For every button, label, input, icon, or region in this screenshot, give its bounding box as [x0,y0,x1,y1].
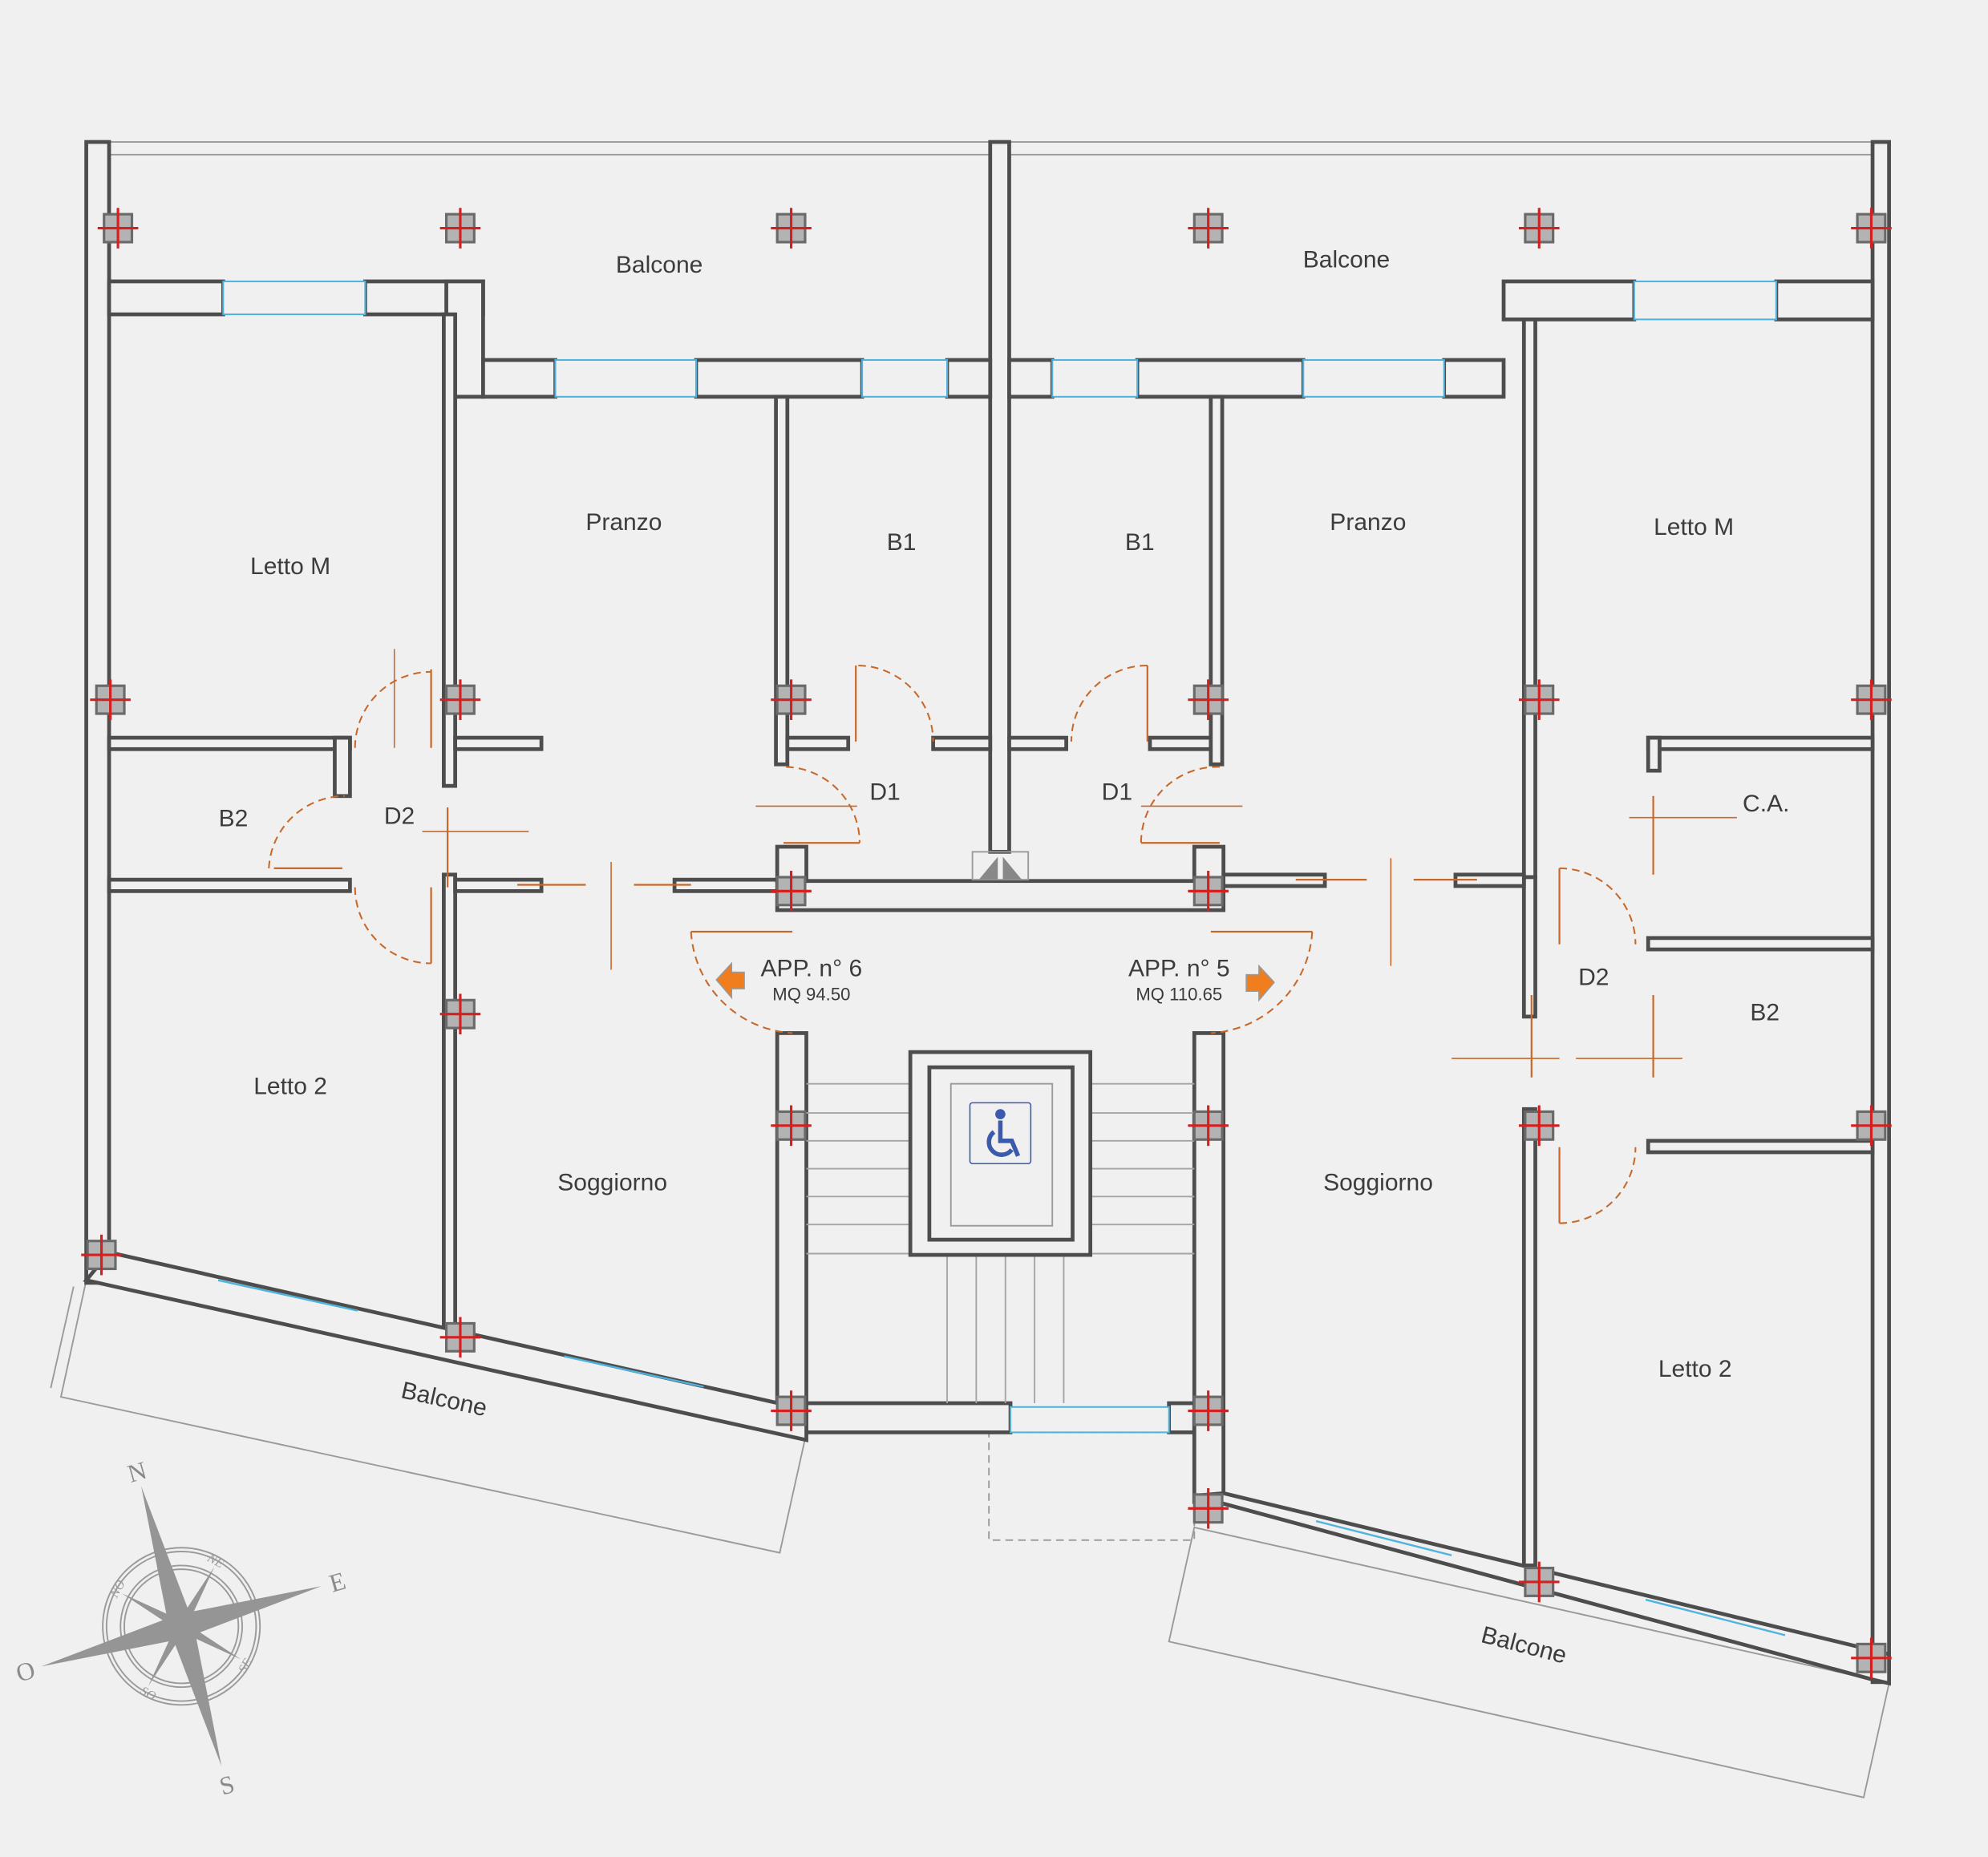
room-label: Letto 2 [1658,1356,1732,1382]
windows [217,280,1786,1637]
door-swings [268,649,1737,1224]
column [1188,1390,1229,1431]
staircase [806,1082,1195,1404]
column [1851,208,1892,249]
apartment-area: MQ 110.65 [1136,984,1222,1004]
column [1188,1487,1229,1529]
room-label: Balcone [399,1377,489,1422]
column [1188,208,1229,249]
room-label: B2 [219,806,249,832]
room-label: Balcone [1303,247,1390,273]
column [439,993,481,1035]
compass-se: SE [236,1657,255,1676]
room-label: D2 [1578,964,1609,990]
column [97,208,139,249]
apartment-area: MQ 94.50 [772,984,850,1004]
room-labels: Balcone Letto M Pranzo B1 B2 D2 D1 Letto… [219,247,1790,1669]
orange-arrow-icon [715,961,745,1000]
column [90,679,131,720]
room-label: Balcone [616,252,702,278]
column [1188,1105,1229,1147]
room-label: Letto 2 [253,1073,327,1099]
column [439,208,481,249]
room-label: C.A. [1743,791,1789,817]
column [81,1234,122,1276]
column [1518,1561,1560,1603]
room-label: B2 [1750,1000,1779,1026]
column [1518,679,1560,720]
room-label: B1 [1125,529,1155,556]
room-label: Pranzo [1330,509,1406,536]
room-label: Balcone [1479,1621,1569,1669]
room-label: Pranzo [585,509,662,536]
orange-arrow-icon [1245,964,1275,1002]
room-label: B1 [887,529,917,556]
compass-e: E [326,1567,349,1598]
room-label: D1 [1102,779,1132,806]
column [771,1105,812,1147]
column [1188,871,1229,912]
compass-s: S [217,1770,238,1800]
room-label: D1 [869,779,900,806]
compass-no: NO [107,1578,128,1601]
column [1851,1105,1892,1147]
room-label: D2 [384,803,415,830]
compass-ne: NE [204,1551,226,1571]
compass-n: N [124,1456,150,1488]
column [771,871,812,912]
walls [83,140,1891,1686]
column [439,1317,481,1358]
room-label: Letto M [250,553,330,580]
column [1518,208,1560,249]
wheelchair-icon [969,1102,1032,1165]
column [771,208,812,249]
column [1851,679,1892,720]
structural-columns [81,208,1892,1679]
column [1518,1105,1560,1147]
room-label: Soggiorno [1323,1169,1433,1196]
compass-rose-icon: N S E O NE NO SE SO [13,1456,349,1801]
column [1188,679,1229,720]
apartment-number: APP. n° 6 [761,955,863,981]
apartment-5-label: APP. n° 5 MQ 110.65 [1128,955,1275,1004]
apartment-number: APP. n° 5 [1128,955,1230,981]
column [771,1390,812,1431]
column [439,679,481,720]
apartment-6-label: APP. n° 6 APP. n° 5 MQ 94.50 [715,955,863,1004]
compass-o: O [13,1656,38,1688]
column [1851,1637,1892,1679]
room-label: Letto M [1654,514,1734,540]
column [771,679,812,720]
room-label: Soggiorno [557,1169,667,1196]
elevator [908,851,1093,1257]
